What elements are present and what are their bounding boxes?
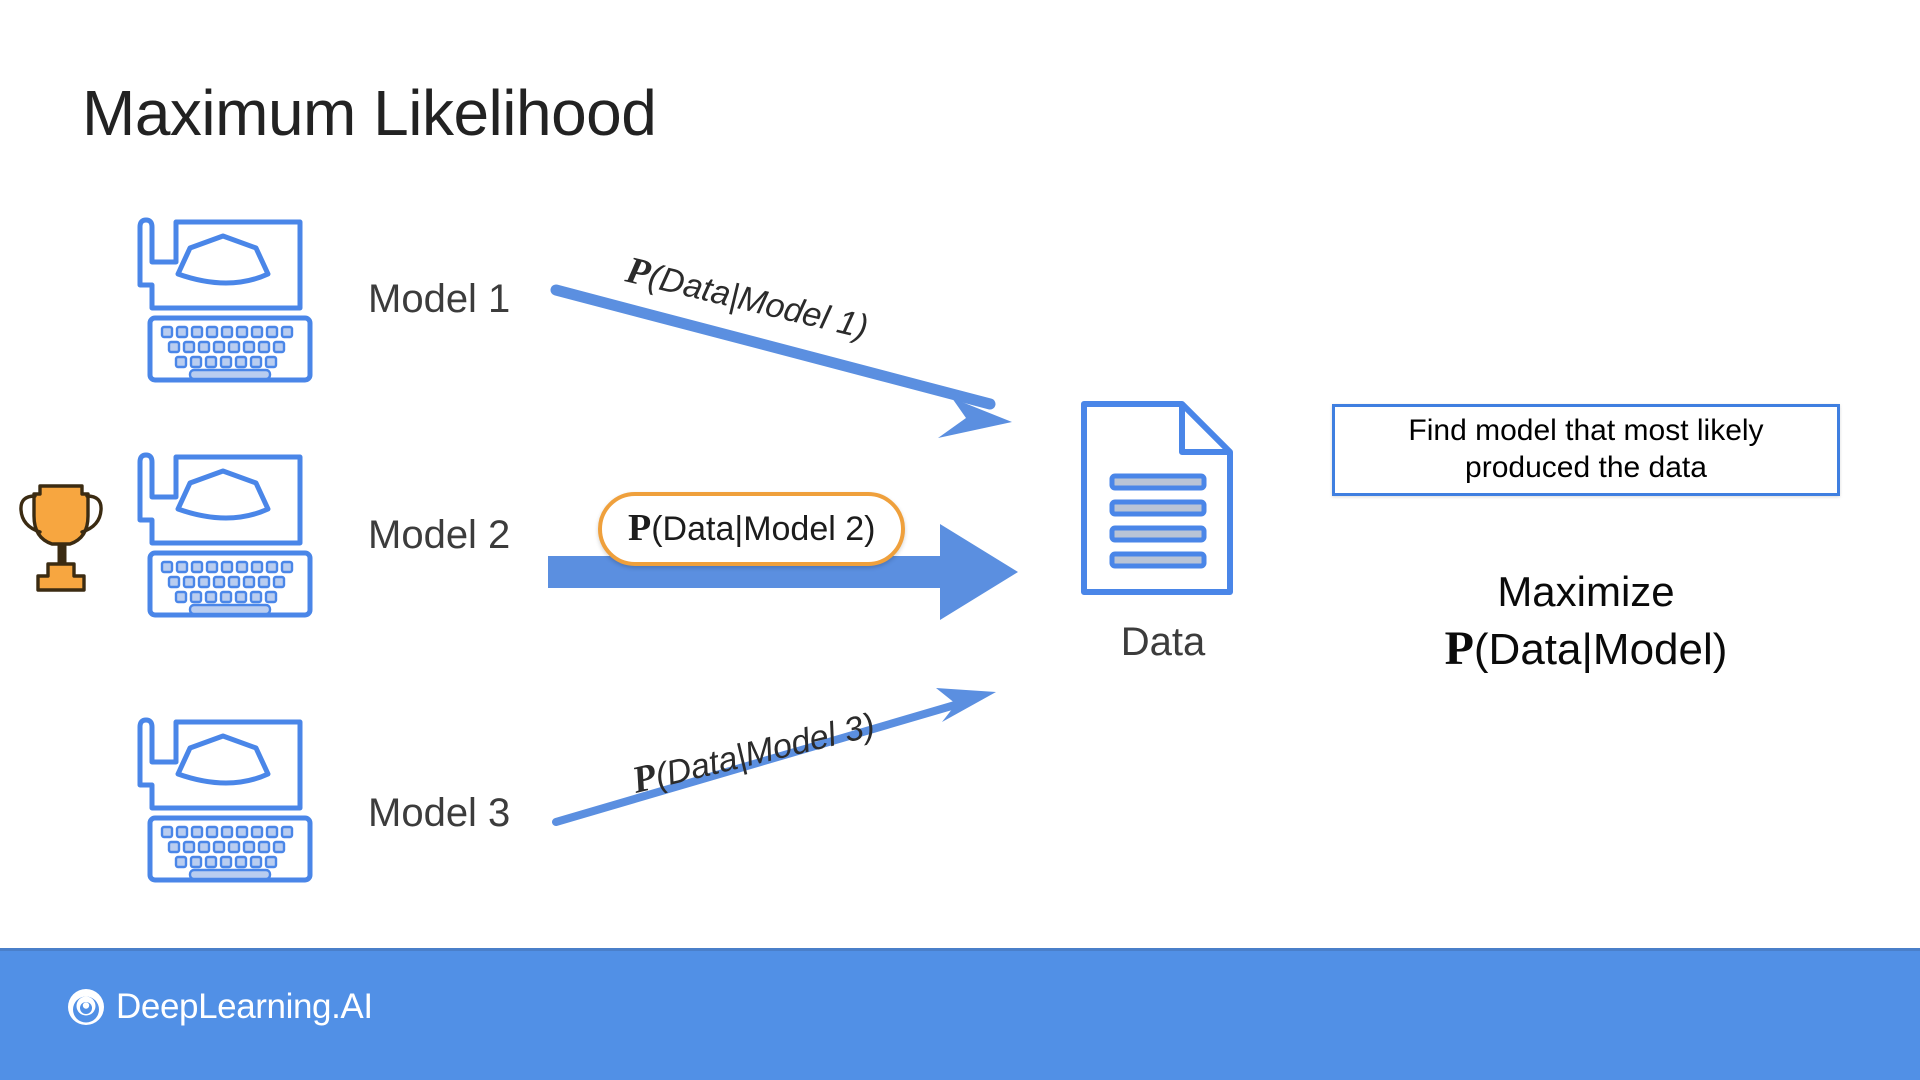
typewriter-icon-model-3 [128,700,328,890]
typewriter-icon-model-2 [128,435,328,625]
formula-body: (Data|Model) [1473,625,1728,675]
maximize-word: Maximize [1497,568,1675,615]
data-label: Data [1120,620,1206,664]
probability-label-model-3: P(Data|Model 3) [628,702,879,803]
deeplearning-spiral-icon [68,989,104,1025]
maximize-formula: P(Data|Model) [1332,619,1840,679]
probability-body: (Data|Model 1) [644,257,872,347]
page-title: Maximum Likelihood [82,77,657,149]
probability-label-model-2-highlighted[interactable]: P(Data|Model 2) [598,492,906,566]
model-label-2: Model 2 [368,513,511,557]
probability-body: (Data|Model 2) [651,510,876,548]
document-icon [1078,398,1238,598]
brand-text: DeepLearning.AI [116,987,373,1026]
brand-logo: DeepLearning.AI [66,987,373,1027]
model-label-3: Model 3 [368,791,511,835]
callout-line-1: Find model that most likely [1408,414,1764,448]
callout-line-2: produced the data [1465,451,1707,484]
typewriter-icon-model-1 [128,200,328,390]
probability-label-model-1: P(Data|Model 1) [622,248,873,349]
callout-box: Find model that most likely produced the… [1332,404,1840,496]
callout-text: Find model that most likely produced the… [1396,413,1775,486]
probability-body: (Data|Model 3) [651,706,879,796]
probability-prefix: P [628,507,652,549]
formula-prefix: P [1444,622,1474,676]
trophy-icon [12,472,110,602]
maximize-block: Maximize P(Data|Model) [1332,566,1840,679]
footer-bar: DeepLearning.AI [0,948,1920,1080]
model-label-1: Model 1 [368,277,511,321]
